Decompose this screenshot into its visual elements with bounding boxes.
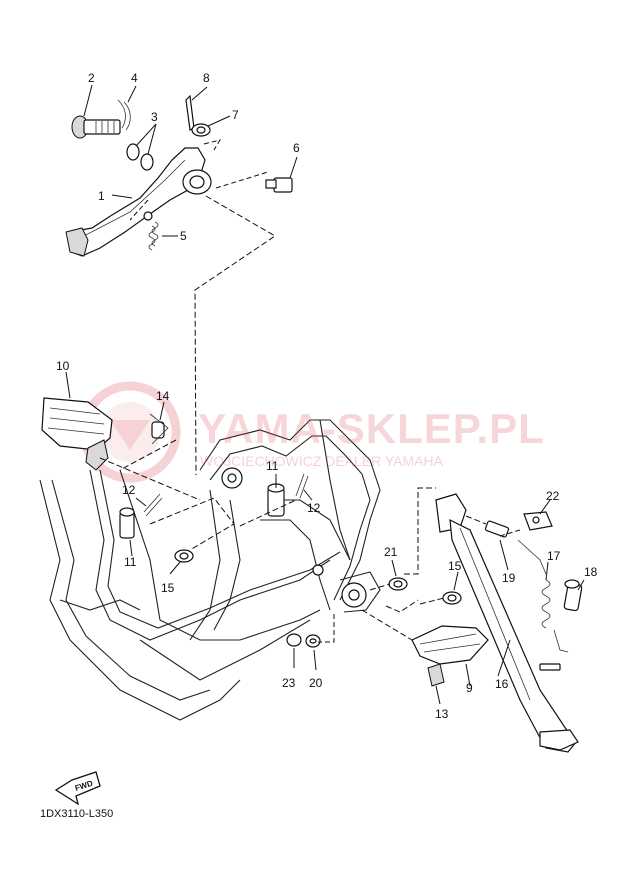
callout-14: 14	[156, 389, 170, 403]
callout-3: 3	[151, 110, 158, 124]
callout-7: 7	[232, 108, 239, 122]
callout-12-right: 12	[307, 501, 321, 515]
callout-16: 16	[495, 677, 509, 691]
callout-6: 6	[293, 141, 300, 155]
callout-10: 10	[56, 359, 70, 373]
watermark-subtitle: WOJCIECHOWICZ DEALER YAMAHA	[200, 453, 443, 469]
fwd-arrow-icon: FWD	[54, 771, 101, 806]
callout-20: 20	[309, 676, 323, 690]
leader-lines-upper	[83, 84, 298, 476]
footrest-left	[41, 397, 169, 471]
callout-4: 4	[131, 71, 138, 85]
bolt-6	[265, 177, 293, 193]
callout-1: 1	[98, 189, 105, 203]
callout-5: 5	[180, 229, 187, 243]
diagram-reference-code: 1DX3110-L350	[40, 808, 114, 820]
callout-22: 22	[546, 489, 560, 503]
footrest-right	[411, 625, 489, 687]
callout-19: 19	[502, 571, 516, 585]
frame	[39, 419, 381, 721]
callout-15-left: 15	[161, 581, 175, 595]
brake-pedal-assembly	[65, 94, 293, 257]
watermark-title: YAMA-SKLEP.PL	[198, 405, 545, 452]
callout-2: 2	[88, 71, 95, 85]
callout-18: 18	[584, 565, 598, 579]
callout-13: 13	[435, 707, 449, 721]
callout-17: 17	[547, 549, 561, 563]
callout-21: 21	[384, 545, 398, 559]
callout-8: 8	[203, 71, 210, 85]
callout-12-left: 12	[122, 483, 136, 497]
callout-15-right: 15	[448, 559, 462, 573]
callout-23: 23	[282, 676, 296, 690]
callout-11-left: 11	[124, 555, 137, 569]
sidestand-assembly	[435, 493, 583, 753]
leader-lines-lower	[65, 371, 585, 705]
callout-11-right: 11	[266, 459, 279, 473]
callout-labels: 2 4 8 3 7 6 1 5 10 14 12 11 12 11 15 21 …	[56, 71, 598, 721]
pivot-bolt	[71, 115, 121, 139]
callout-9: 9	[466, 681, 473, 695]
